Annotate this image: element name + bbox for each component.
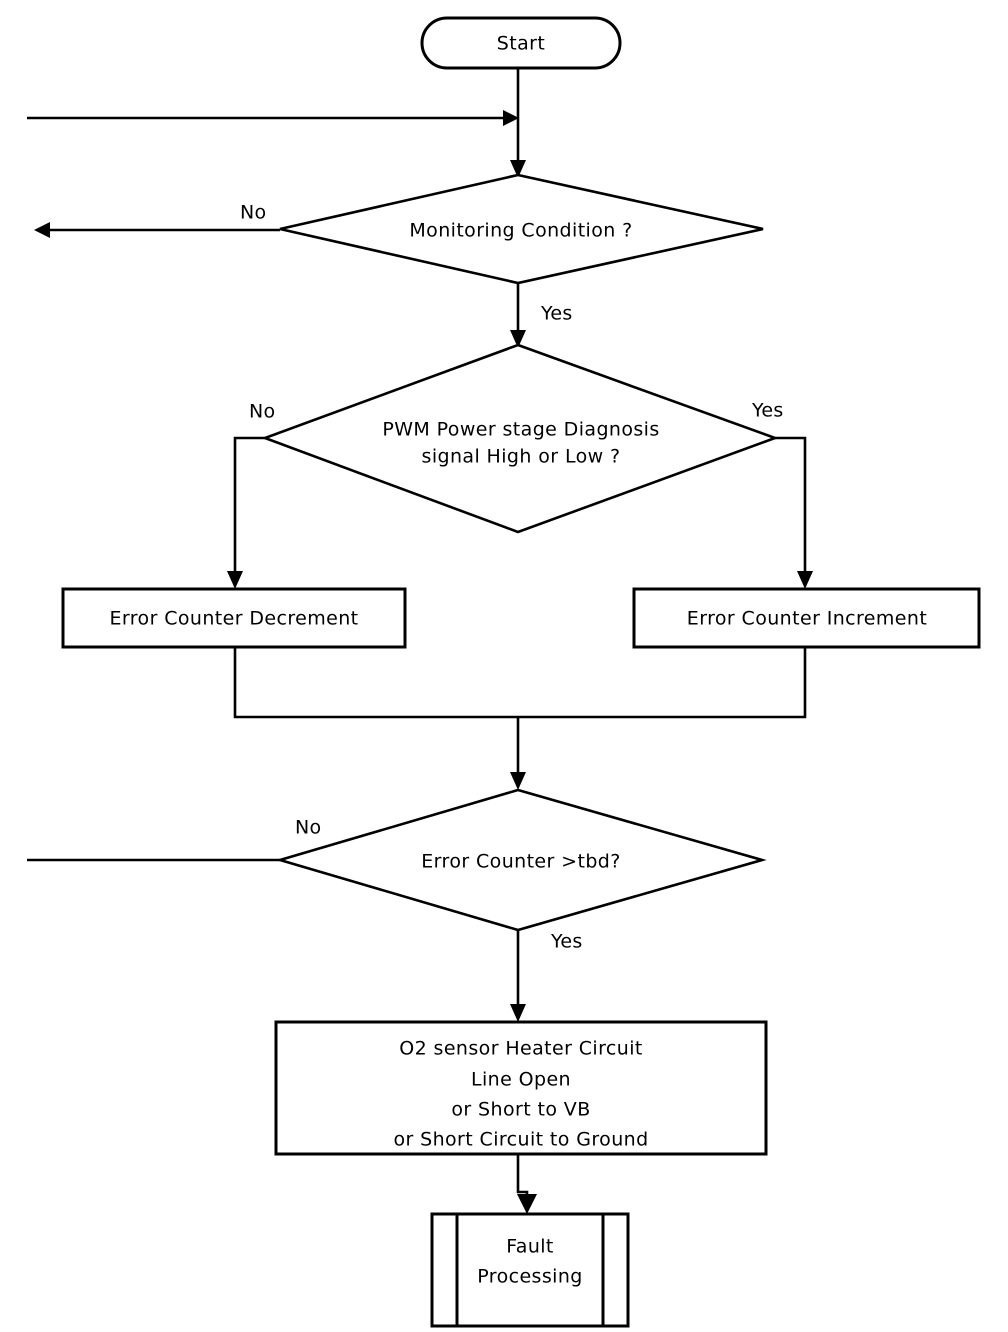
node-fault-description-label-line4: or Short Circuit to Ground	[393, 1129, 648, 1151]
node-error-counter-increment[interactable]: Error Counter Increment	[632, 587, 981, 649]
edge-label-monitoring-no: No	[240, 202, 266, 224]
edge-label-pwm-no: No	[249, 401, 275, 423]
node-fault-processing-label-line2: Processing	[477, 1266, 582, 1288]
connector-pwm-no	[227, 436, 265, 589]
node-error-counter-increment-label: Error Counter Increment	[687, 608, 927, 630]
connector-pwm-yes	[775, 436, 813, 589]
node-error-counter-threshold[interactable]: Error Counter >tbd?	[275, 788, 767, 932]
node-error-counter-decrement-label: Error Counter Decrement	[109, 608, 358, 630]
node-monitoring-condition-label: Monitoring Condition ?	[409, 220, 632, 242]
node-fault-processing-label-line1: Fault	[506, 1236, 554, 1258]
connector-monitoring-yes	[510, 283, 526, 348]
node-pwm-diagnosis-label-line2: signal High or Low ?	[422, 446, 621, 468]
connector-threshold-yes	[510, 930, 526, 1022]
edge-label-threshold-yes: Yes	[550, 931, 583, 953]
connector-start-to-monitoring	[510, 68, 526, 178]
connector-loop-return-top	[27, 110, 519, 126]
node-start-label: Start	[497, 33, 545, 55]
edge-label-monitoring-yes: Yes	[540, 303, 573, 325]
node-fault-description[interactable]: O2 sensor Heater Circuit Line Open or Sh…	[274, 1020, 768, 1156]
node-start[interactable]: Start	[420, 16, 622, 70]
connector-fault-to-processing	[516, 1154, 537, 1214]
connector-counters-merge	[233, 647, 807, 790]
node-error-counter-threshold-label: Error Counter >tbd?	[421, 851, 621, 873]
edge-label-pwm-yes: Yes	[751, 400, 784, 422]
node-fault-description-label-line3: or Short to VB	[451, 1099, 590, 1121]
node-pwm-diagnosis-label-line1: PWM Power stage Diagnosis	[382, 419, 659, 441]
node-error-counter-decrement[interactable]: Error Counter Decrement	[61, 587, 407, 649]
node-pwm-diagnosis[interactable]: PWM Power stage Diagnosis signal High or…	[261, 343, 779, 534]
connector-monitoring-no	[34, 222, 280, 238]
node-fault-description-label-line1: O2 sensor Heater Circuit	[399, 1038, 642, 1060]
edge-label-threshold-no: No	[295, 817, 321, 839]
node-monitoring-condition[interactable]: Monitoring Condition ?	[279, 173, 764, 285]
node-fault-description-label-line2: Line Open	[471, 1069, 571, 1091]
node-fault-processing[interactable]: Fault Processing	[430, 1212, 630, 1328]
